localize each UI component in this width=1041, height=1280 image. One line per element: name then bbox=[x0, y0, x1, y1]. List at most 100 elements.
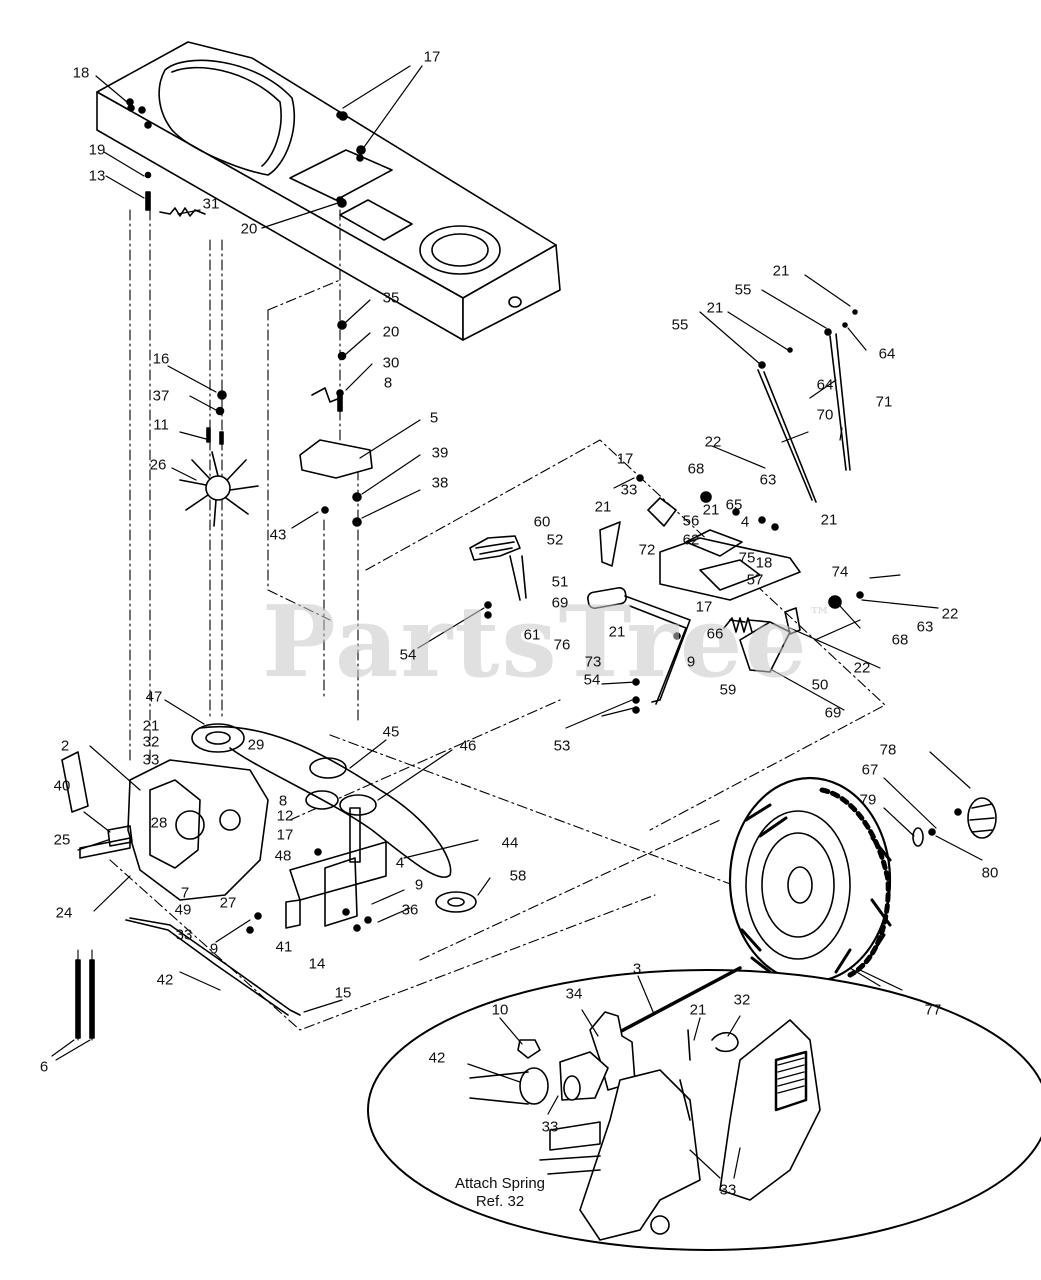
callout-44: 44 bbox=[501, 834, 519, 852]
callout-43: 43 bbox=[269, 526, 287, 544]
detail-caption-line1: Attach Spring bbox=[454, 1175, 546, 1192]
callout-70: 70 bbox=[816, 406, 834, 424]
callout-7: 7 bbox=[180, 884, 190, 902]
rear-wheel bbox=[728, 776, 997, 984]
drive-belt bbox=[199, 725, 452, 878]
callout-17: 17 bbox=[616, 450, 634, 468]
callout-68: 68 bbox=[891, 631, 909, 649]
callout-6: 6 bbox=[39, 1058, 49, 1076]
callout-58: 58 bbox=[509, 867, 527, 885]
callout-67: 67 bbox=[861, 761, 879, 779]
callout-8: 8 bbox=[383, 374, 393, 392]
callout-56: 56 bbox=[682, 512, 700, 530]
callout-57: 57 bbox=[746, 571, 764, 589]
transaxle-assembly bbox=[61, 751, 387, 1016]
callout-15: 15 bbox=[334, 984, 352, 1002]
callout-21: 21 bbox=[608, 623, 626, 641]
callout-30: 30 bbox=[382, 354, 400, 372]
callout-33: 33 bbox=[719, 1181, 737, 1199]
callout-34: 34 bbox=[565, 985, 583, 1003]
callout-41: 41 bbox=[275, 938, 293, 956]
callout-73: 73 bbox=[584, 653, 602, 671]
callout-69: 69 bbox=[824, 704, 842, 722]
callout-40: 40 bbox=[53, 777, 71, 795]
callout-72: 72 bbox=[638, 541, 656, 559]
callout-51: 51 bbox=[551, 573, 569, 591]
callout-4: 4 bbox=[740, 513, 750, 531]
callout-17: 17 bbox=[276, 826, 294, 844]
callout-18: 18 bbox=[755, 554, 773, 572]
callout-50: 50 bbox=[811, 676, 829, 694]
callout-78: 78 bbox=[879, 741, 897, 759]
callout-26: 26 bbox=[149, 456, 167, 474]
callout-64: 64 bbox=[878, 345, 896, 363]
callout-55: 55 bbox=[671, 316, 689, 334]
callout-79: 79 bbox=[859, 791, 877, 809]
drive-components bbox=[159, 207, 477, 913]
callout-49: 49 bbox=[174, 901, 192, 919]
pedal-linkage-assembly bbox=[469, 333, 851, 705]
callout-33: 33 bbox=[175, 926, 193, 944]
callout-45: 45 bbox=[382, 723, 400, 741]
callout-52: 52 bbox=[546, 531, 564, 549]
drive-pulley bbox=[191, 723, 245, 753]
callout-53: 53 bbox=[553, 737, 571, 755]
callout-25: 25 bbox=[53, 831, 71, 849]
callout-22: 22 bbox=[704, 433, 722, 451]
callout-74: 74 bbox=[831, 563, 849, 581]
callout-21: 21 bbox=[594, 498, 612, 516]
callout-21: 21 bbox=[820, 511, 838, 529]
callout-42: 42 bbox=[428, 1049, 446, 1067]
callout-68: 68 bbox=[687, 460, 705, 478]
callout-20: 20 bbox=[382, 323, 400, 341]
callout-19: 19 bbox=[88, 141, 106, 159]
watermark-mark: ™ bbox=[808, 603, 833, 629]
callout-32: 32 bbox=[142, 733, 160, 751]
callout-69: 69 bbox=[551, 594, 569, 612]
detail-view bbox=[367, 966, 1041, 1251]
callout-16: 16 bbox=[152, 350, 170, 368]
callout-61: 61 bbox=[523, 626, 541, 644]
callout-38: 38 bbox=[431, 474, 449, 492]
callout-21: 21 bbox=[772, 262, 790, 280]
callout-24: 24 bbox=[55, 904, 73, 922]
callout-62: 62 bbox=[682, 531, 700, 549]
callout-55: 55 bbox=[734, 281, 752, 299]
mounting-bracket bbox=[299, 439, 373, 479]
callout-42: 42 bbox=[156, 971, 174, 989]
callout-33: 33 bbox=[541, 1118, 559, 1136]
callout-80: 80 bbox=[981, 864, 999, 882]
callout-64: 64 bbox=[816, 376, 834, 394]
callout-17: 17 bbox=[423, 48, 441, 66]
callout-60: 60 bbox=[533, 513, 551, 531]
callout-18: 18 bbox=[72, 64, 90, 82]
callout-21: 21 bbox=[689, 1001, 707, 1019]
washer-79 bbox=[912, 827, 924, 847]
pulley-58 bbox=[435, 891, 477, 913]
shift-bracket bbox=[289, 841, 387, 901]
frame-assembly bbox=[96, 41, 561, 341]
callout-36: 36 bbox=[401, 901, 419, 919]
control-plate bbox=[659, 537, 801, 601]
callout-22: 22 bbox=[941, 605, 959, 623]
callout-20: 20 bbox=[240, 220, 258, 238]
callout-17: 17 bbox=[695, 598, 713, 616]
tension-spring bbox=[159, 207, 206, 217]
leader-arrows bbox=[51, 65, 983, 1179]
callout-33: 33 bbox=[620, 481, 638, 499]
callout-31: 31 bbox=[202, 195, 220, 213]
callout-9: 9 bbox=[209, 940, 219, 958]
callout-77: 77 bbox=[924, 1001, 942, 1019]
callout-33: 33 bbox=[142, 751, 160, 769]
callout-63: 63 bbox=[916, 618, 934, 636]
callout-59: 59 bbox=[719, 681, 737, 699]
callout-11: 11 bbox=[153, 416, 169, 434]
rear-linkage-spring bbox=[723, 617, 753, 633]
callout-66: 66 bbox=[706, 625, 724, 643]
callout-27: 27 bbox=[219, 894, 237, 912]
callout-54: 54 bbox=[583, 671, 601, 689]
callout-8: 8 bbox=[278, 792, 288, 810]
callout-22: 22 bbox=[853, 659, 871, 677]
callout-47: 47 bbox=[145, 688, 163, 706]
